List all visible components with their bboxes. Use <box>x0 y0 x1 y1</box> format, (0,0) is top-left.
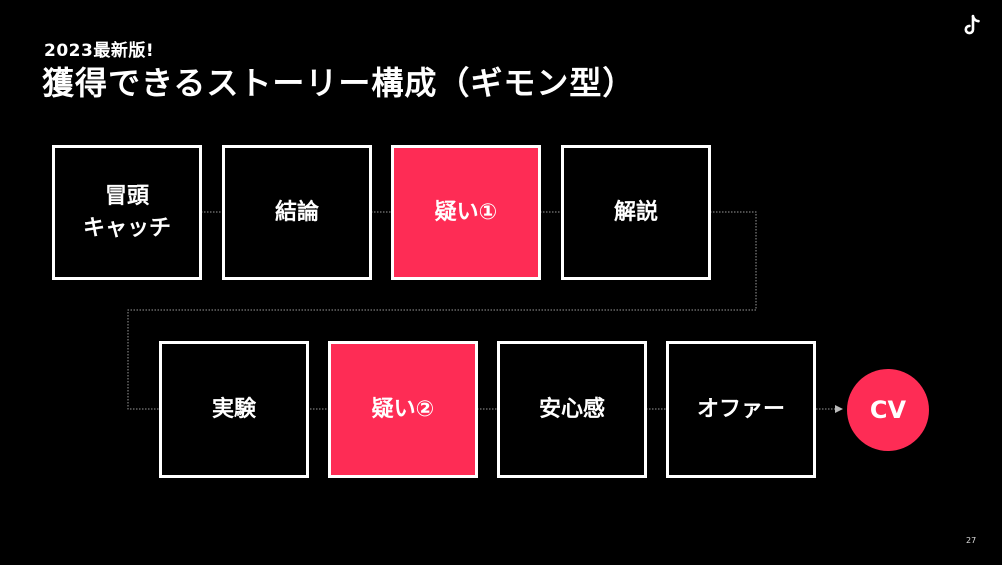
slide-subtitle: 2023最新版! <box>44 41 155 61</box>
flow-end-cv: CV <box>847 369 929 451</box>
flow-step-explanation: 解説 <box>561 145 711 280</box>
connector-wrap <box>127 211 757 410</box>
flow-step-reassurance: 安心感 <box>497 341 647 478</box>
slide-title: 獲得できるストーリー構成（ギモン型） <box>42 64 636 102</box>
flow-step-conclusion: 結論 <box>222 145 372 280</box>
flow-step-doubt-1: 疑い① <box>391 145 541 280</box>
page-number: 27 <box>966 536 977 545</box>
flow-step-doubt-2: 疑い② <box>328 341 478 478</box>
flow-step-offer: オファー <box>666 341 816 478</box>
flow-step-opening-catch: 冒頭 キャッチ <box>52 145 202 280</box>
tiktok-logo-icon <box>964 14 980 35</box>
flow-step-experiment: 実験 <box>159 341 309 478</box>
